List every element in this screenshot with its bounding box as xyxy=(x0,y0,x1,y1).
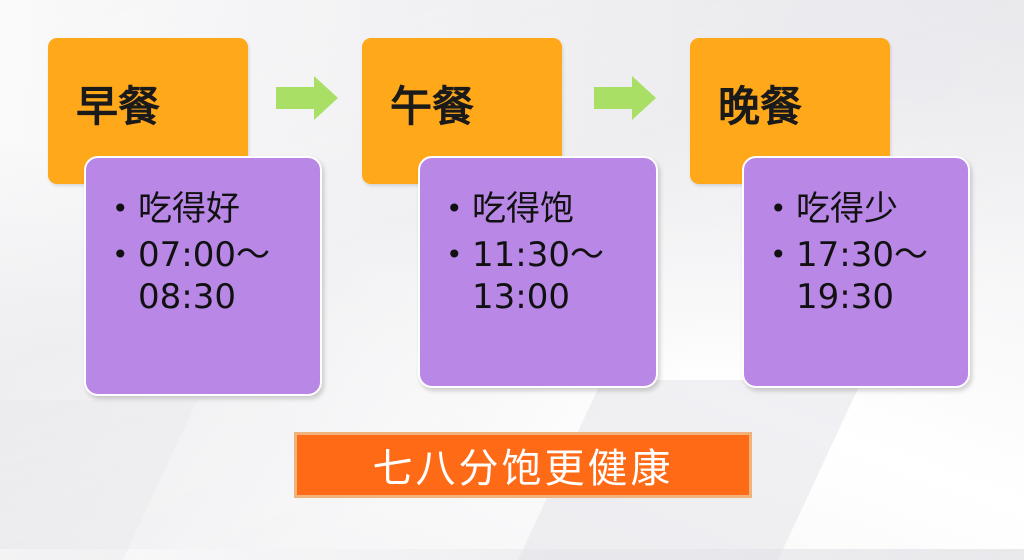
meal-title: 午餐 xyxy=(390,82,475,131)
bullet: • xyxy=(112,238,129,271)
meal-title: 晚餐 xyxy=(718,82,803,131)
list-item: • 11:30～ 13:00 xyxy=(446,234,656,318)
arrow-right-icon xyxy=(594,76,656,120)
slogan-banner: 七八分饱更健康 xyxy=(294,432,752,498)
bullet: • xyxy=(446,238,463,271)
background-shape xyxy=(0,400,198,560)
list-item: • 吃得少 xyxy=(770,188,968,230)
meal-advice: 吃得好 xyxy=(138,189,240,229)
bullet: • xyxy=(770,192,787,225)
meal-detail-card: • 吃得少 • 17:30～ 19:30 xyxy=(742,156,970,388)
list-item: • 17:30～ 19:30 xyxy=(770,234,968,318)
bullet: • xyxy=(446,192,463,225)
list-item: • 吃得饱 xyxy=(446,188,656,230)
meal-detail-card: • 吃得饱 • 11:30～ 13:00 xyxy=(418,156,658,388)
list-item: • 07:00～ 08:30 xyxy=(112,234,320,318)
arrow-right-icon xyxy=(276,76,338,120)
list-item: • 吃得好 xyxy=(112,188,320,230)
bullet: • xyxy=(112,192,129,225)
meal-time: 07:00～ 08:30 xyxy=(138,235,270,317)
meal-detail-card: • 吃得好 • 07:00～ 08:30 xyxy=(84,156,322,396)
meal-time: 11:30～ 13:00 xyxy=(472,235,604,317)
meal-advice: 吃得少 xyxy=(796,189,898,229)
slogan-text: 七八分饱更健康 xyxy=(372,446,674,492)
meal-advice: 吃得饱 xyxy=(472,189,574,229)
meal-time: 17:30～ 19:30 xyxy=(796,235,928,317)
bullet: • xyxy=(770,238,787,271)
meal-title: 早餐 xyxy=(76,82,161,131)
